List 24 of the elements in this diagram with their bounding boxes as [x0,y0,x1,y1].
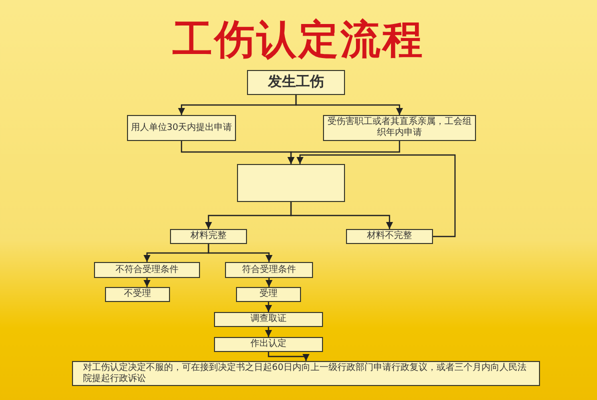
arrow [265,327,272,337]
process-box: 用人单位30天内提出申请 [127,115,236,141]
process-box [237,164,345,202]
arrow [266,278,272,287]
title: 工伤认定流程 [172,16,426,65]
arrow [288,141,400,164]
process-box: 材料不完整 [346,229,433,244]
process-box: 不符合受理条件 [94,262,200,278]
process-box: 对工伤认定决定不服的，可在接到决定书之日起60日内向上一级行政部门申请行政复议，或者三个月内向人民法院提起行政诉讼 [72,361,540,386]
arrow [295,95,403,115]
arrow [208,244,272,262]
process-box: 调查取证 [214,312,323,327]
arrow [265,302,272,312]
process-box: 不受理 [105,287,170,302]
process-box: 受伤害职工或者其直系亲属，工会组织年内申请 [323,115,476,141]
arrow [268,352,310,361]
arrow [144,278,150,287]
arrow [296,154,456,238]
process-box: 材料完整 [170,229,247,244]
process-box: 作出认定 [214,337,323,352]
process-box: 符合受理条件 [225,262,313,278]
arrow [290,202,393,229]
process-box: 受理 [236,287,301,302]
process-box: 发生工伤 [247,70,345,95]
